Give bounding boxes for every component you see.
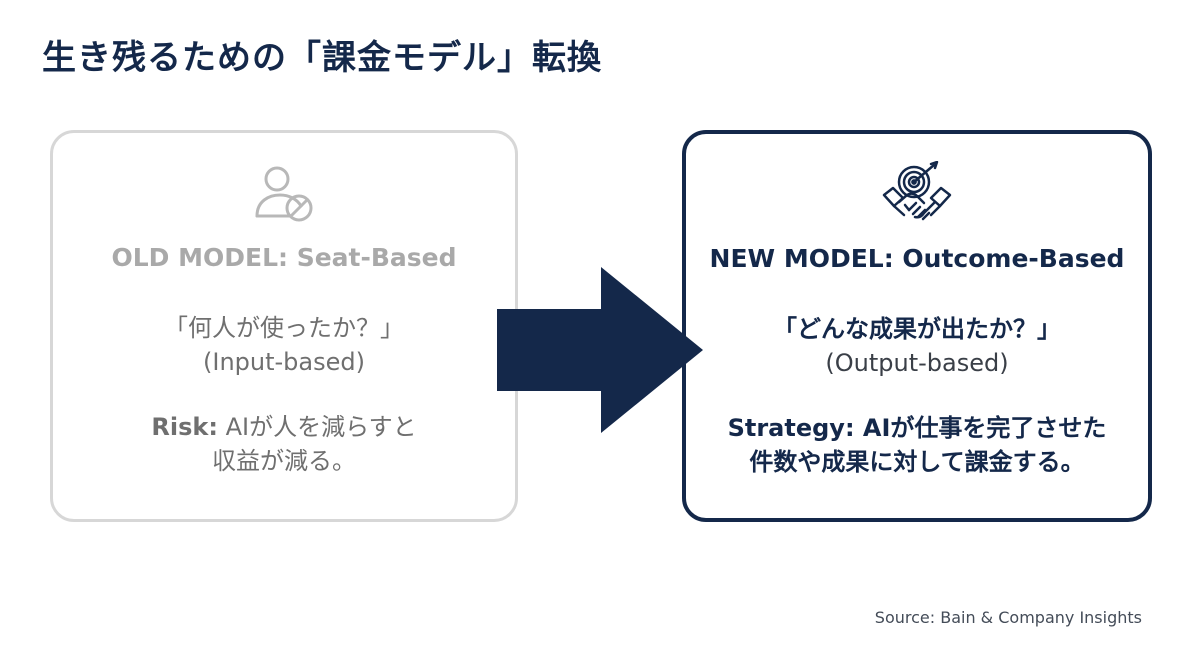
old-model-risk-line-1: Risk: AIが人を減らすと xyxy=(79,410,489,444)
old-model-risk: Risk: AIが人を減らすと 収益が減る。 xyxy=(79,410,489,478)
old-model-risk-label: Risk: xyxy=(151,413,218,441)
old-model-question: 「何人が使ったか？」 xyxy=(164,314,404,342)
new-model-strategy: Strategy: AIが仕事を完了させた 件数や成果に対して課金する。 xyxy=(712,411,1122,479)
right-arrow-icon xyxy=(497,267,703,433)
new-model-question: 「どんな成果が出たか？」 xyxy=(773,315,1061,343)
source-citation: Source: Bain & Company Insights xyxy=(874,608,1142,627)
new-model-strategy-label: Strategy: xyxy=(727,414,855,442)
old-model-card: OLD MODEL: Seat-Based 「何人が使ったか？」 (Input-… xyxy=(50,130,518,522)
new-model-card: NEW MODEL: Outcome-Based 「どんな成果が出たか？」 (O… xyxy=(682,130,1152,522)
new-model-strategy-text-1: AIが仕事を完了させた xyxy=(854,414,1107,442)
new-model-basis: (Output-based) xyxy=(825,349,1009,377)
target-handshake-icon xyxy=(686,161,1148,226)
old-model-risk-line-2: 収益が減る。 xyxy=(212,447,356,475)
new-model-strategy-line-2: 件数や成果に対して課金する。 xyxy=(749,448,1085,476)
new-model-strategy-line-1: Strategy: AIが仕事を完了させた xyxy=(712,411,1122,445)
old-model-heading: OLD MODEL: Seat-Based xyxy=(111,243,457,272)
new-model-heading: NEW MODEL: Outcome-Based xyxy=(709,244,1125,273)
old-model-basis: (Input-based) xyxy=(203,348,365,376)
page-title: 生き残るための「課金モデル」転換 xyxy=(42,38,602,78)
person-blocked-icon xyxy=(53,161,515,225)
old-model-risk-text-1: AIが人を減らすと xyxy=(217,413,417,441)
